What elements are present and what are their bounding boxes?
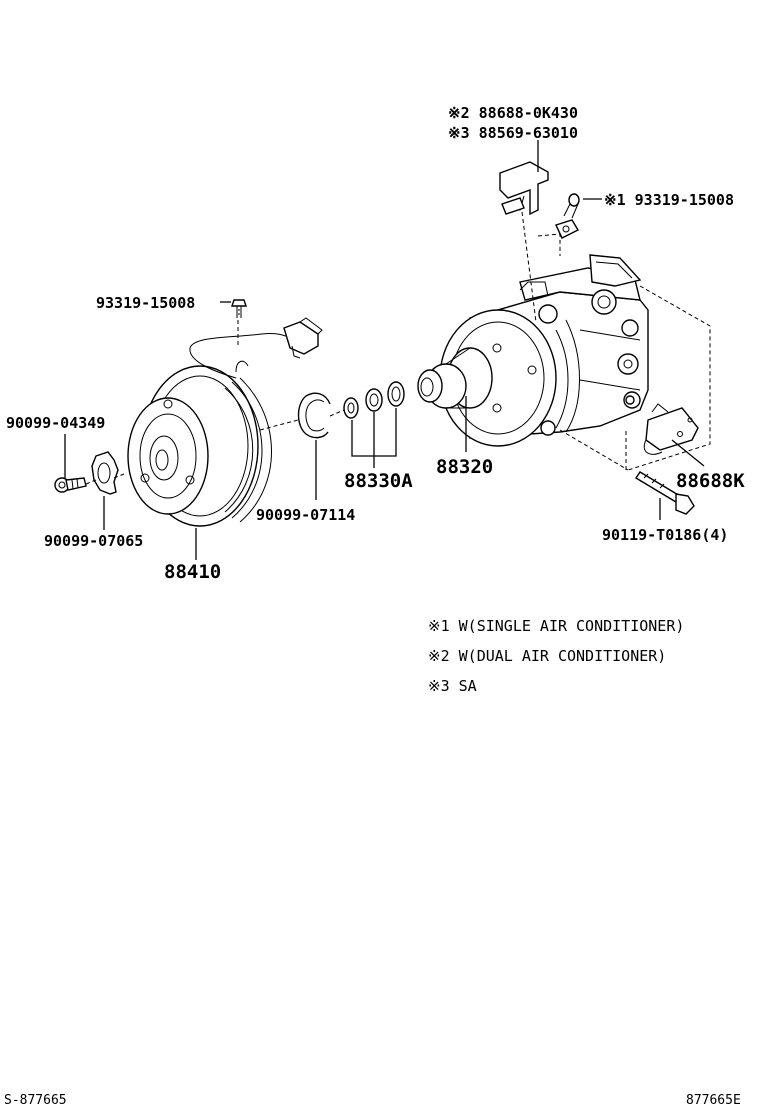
label-clutch-shim: 90099-07065 (44, 532, 143, 550)
label-clip: 88688K (676, 470, 745, 492)
label-screw-single-top: ※1 93319-15008 (604, 191, 734, 209)
note-2: ※2 W(DUAL AIR CONDITIONER) (428, 647, 666, 665)
compressor-drawing (417, 254, 649, 447)
clutch-bolt-drawing (54, 477, 87, 493)
dashed-guides (85, 211, 711, 485)
label-screw-clutch: 93319-15008 (96, 294, 195, 312)
label-snap-ring: 90099-07114 (256, 506, 355, 524)
note-1: ※1 W(SINGLE AIR CONDITIONER) (428, 617, 684, 635)
clutch-shim-drawing (91, 451, 119, 495)
snap-ring-drawing (297, 392, 331, 439)
label-bracket-sa: ※3 88569-63010 (448, 124, 578, 142)
shims-drawing (343, 381, 405, 419)
clip-drawing (643, 403, 699, 455)
label-bracket-dual: ※2 88688-0K430 (448, 104, 578, 122)
leader-lines (64, 140, 705, 560)
mount-bolt-drawing (635, 471, 695, 515)
footer-left-code: S-877665 (4, 1093, 67, 1108)
clutch-drawing (127, 317, 323, 527)
screw-top-drawing (555, 193, 580, 239)
label-shim-set: 88330A (344, 470, 413, 492)
note-3: ※3 SA (428, 677, 477, 695)
footer-right-code: 877665E (686, 1093, 741, 1108)
label-bolt-clutch: 90099-04349 (6, 414, 105, 432)
label-compressor: 88320 (436, 456, 493, 478)
screw-clutch-drawing (231, 299, 247, 318)
label-mount-bolt: 90119-T0186(4) (602, 526, 728, 544)
label-clutch-assy: 88410 (164, 561, 221, 583)
bracket-drawing (499, 161, 549, 216)
